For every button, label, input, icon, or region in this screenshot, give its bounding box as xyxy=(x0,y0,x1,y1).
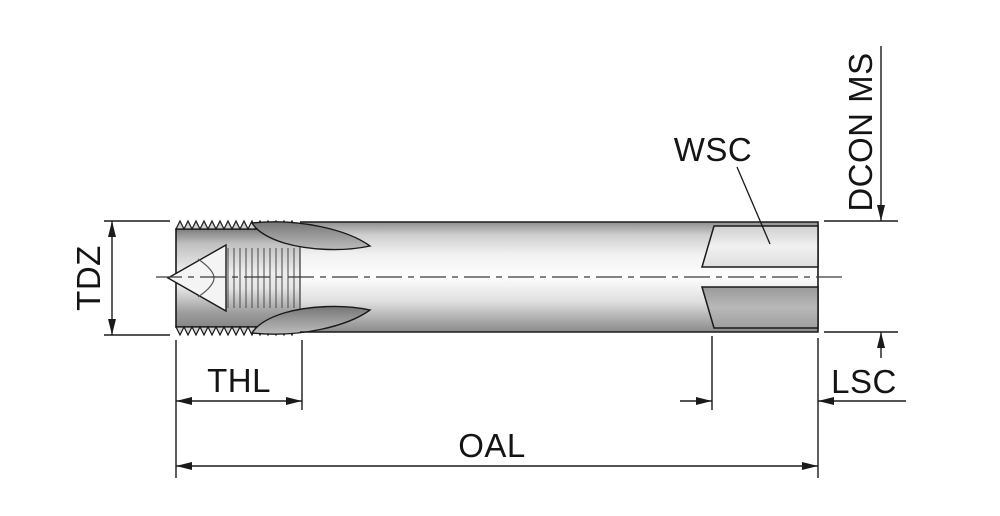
dimension-oal: OAL xyxy=(176,338,819,478)
thl-label: THL xyxy=(207,362,271,399)
dcon-arrowhead-up xyxy=(877,332,885,348)
square-drive-bottom-face xyxy=(700,286,819,329)
oal-label: OAL xyxy=(458,427,526,464)
wsc-leader-line xyxy=(736,166,771,245)
dimension-thl: THL xyxy=(175,340,303,478)
dimension-lsc: LSC xyxy=(680,336,906,410)
lsc-arrowhead-right xyxy=(818,397,834,405)
tap-point-wedge xyxy=(166,243,227,313)
lsc-arrowhead-left xyxy=(696,397,712,405)
dimension-tdz: TDZ xyxy=(70,220,170,336)
dcon-label: DCON MS xyxy=(842,52,879,211)
flute-runout-top xyxy=(250,221,372,251)
dimension-dcon: DCON MS xyxy=(824,46,898,358)
tdz-label: TDZ xyxy=(70,245,107,311)
tap-point-flute-curve xyxy=(197,258,215,298)
dcon-arrowhead-down xyxy=(877,205,885,221)
square-drive-top-face xyxy=(700,225,819,268)
tdz-arrowhead-up xyxy=(108,221,116,237)
oal-arrowhead-left xyxy=(176,462,192,470)
thread-hatching xyxy=(227,248,295,308)
callout-wsc: WSC xyxy=(674,131,771,245)
tap-body xyxy=(166,219,819,337)
lsc-label: LSC xyxy=(831,363,897,400)
oal-arrowhead-right xyxy=(802,462,818,470)
thl-arrowhead-left xyxy=(176,397,192,405)
wsc-label: WSC xyxy=(674,131,753,168)
tdz-arrowhead-down xyxy=(108,319,116,335)
thl-arrowhead-right xyxy=(286,397,302,405)
